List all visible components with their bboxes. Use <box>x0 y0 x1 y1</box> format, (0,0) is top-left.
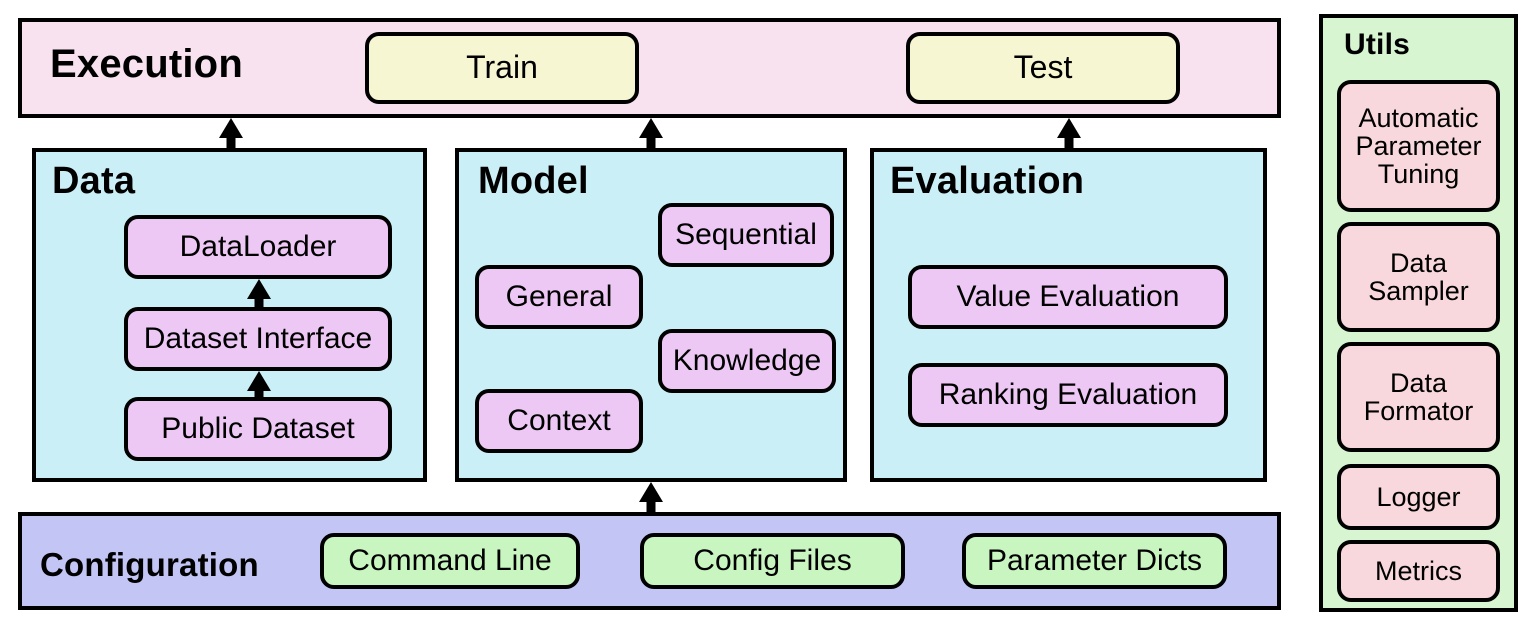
value-evaluation-box[interactable]: Value Evaluation <box>908 265 1228 329</box>
general-box[interactable]: General <box>475 265 643 329</box>
public-dataset-box[interactable]: Public Dataset <box>124 397 392 461</box>
arrow-public-dataset-to-dataset-interface-icon <box>246 371 272 397</box>
arrow-data-to-execution-icon <box>218 118 244 148</box>
metrics-box[interactable]: Metrics <box>1337 540 1500 602</box>
ranking-evaluation-box[interactable]: Ranking Evaluation <box>908 363 1228 427</box>
automatic-parameter-tuning-box[interactable]: Automatic Parameter Tuning <box>1337 80 1500 212</box>
knowledge-box[interactable]: Knowledge <box>658 329 836 393</box>
dataloader-box[interactable]: DataLoader <box>124 215 392 279</box>
arrow-dataset-interface-to-dataloader-icon <box>246 279 272 307</box>
context-box[interactable]: Context <box>475 389 643 453</box>
arrow-evaluation-to-execution-icon <box>1056 118 1082 148</box>
dataset-interface-box[interactable]: Dataset Interface <box>124 307 392 371</box>
arrow-model-to-execution-icon <box>638 118 664 148</box>
arrow-configuration-to-model-icon <box>638 482 664 512</box>
configuration-title: Configuration <box>40 546 259 583</box>
command-line-pill[interactable]: Command Line <box>320 533 580 589</box>
execution-title: Execution <box>50 42 243 86</box>
data-sampler-box[interactable]: Data Sampler <box>1337 222 1500 332</box>
data-title: Data <box>52 160 136 202</box>
config-files-pill[interactable]: Config Files <box>640 533 905 589</box>
test-pill[interactable]: Test <box>906 32 1180 104</box>
sequential-box[interactable]: Sequential <box>658 203 834 267</box>
train-pill[interactable]: Train <box>365 32 639 104</box>
parameter-dicts-pill[interactable]: Parameter Dicts <box>962 533 1227 589</box>
utils-title: Utils <box>1344 28 1411 61</box>
data-formator-box[interactable]: Data Formator <box>1337 342 1500 452</box>
model-title: Model <box>478 160 589 202</box>
logger-box[interactable]: Logger <box>1337 464 1500 530</box>
evaluation-title: Evaluation <box>890 160 1085 202</box>
